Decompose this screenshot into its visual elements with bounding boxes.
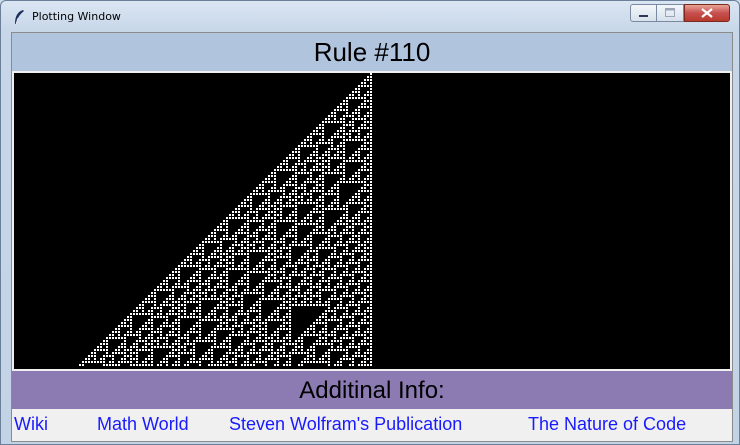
title-bar[interactable]: Plotting Window <box>1 1 739 31</box>
client-area: Rule #110 Additinal Info: Wiki Math Worl… <box>11 32 733 442</box>
feather-icon <box>15 10 24 25</box>
maximize-icon <box>665 8 675 17</box>
maximize-button[interactable] <box>657 4 684 22</box>
wolfram-publication-link[interactable]: Steven Wolfram's Publication <box>229 414 463 434</box>
close-icon <box>701 8 713 18</box>
automaton-cells <box>79 73 372 366</box>
automaton-canvas <box>14 73 730 369</box>
nature-of-code-link[interactable]: The Nature of Code <box>528 414 687 434</box>
math-world-link[interactable]: Math World <box>97 414 189 434</box>
minimize-icon <box>639 15 648 17</box>
wiki-link[interactable]: Wiki <box>14 414 48 434</box>
minimize-button[interactable] <box>630 4 657 22</box>
window-title: Plotting Window <box>32 10 121 23</box>
info-title: Additinal Info: <box>12 371 732 409</box>
rule-title: Rule #110 <box>12 33 732 71</box>
links-bar: Wiki Math World Steven Wolfram's Publica… <box>12 409 732 441</box>
close-button[interactable] <box>684 4 730 22</box>
rule-110-pattern <box>79 73 372 366</box>
